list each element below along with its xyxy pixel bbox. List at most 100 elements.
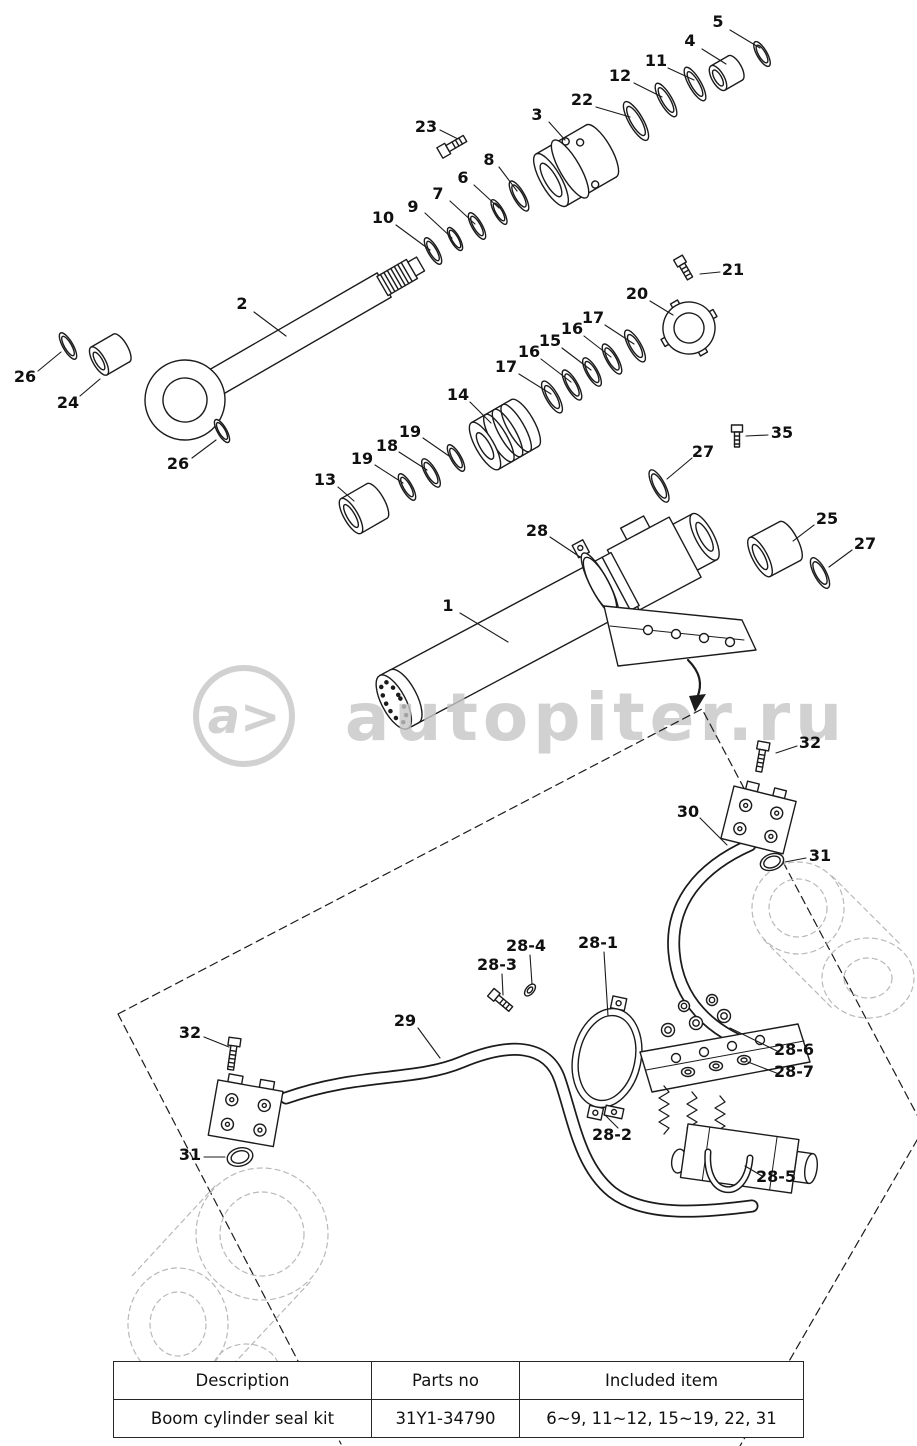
part-35-bolt: [730, 424, 744, 448]
part-label-23: 23: [414, 117, 438, 136]
flange-block-top: [720, 780, 797, 855]
part-label-18: 18: [375, 436, 399, 455]
direction-arrow: [686, 658, 706, 712]
svg-text:a>: a>: [208, 689, 281, 745]
part-13-bushing: [338, 482, 390, 535]
part-label-11: 11: [644, 51, 668, 70]
part-label-28-3: 28-3: [476, 955, 518, 974]
part-label-28-5: 28-5: [755, 1167, 797, 1186]
piston-assembly: [338, 254, 718, 535]
part-label-25: 25: [815, 509, 839, 528]
part-26-oring-rod: [213, 418, 231, 444]
part-label-21: 21: [721, 260, 745, 279]
part-28-3-bolt: [486, 987, 514, 1012]
part-7-ring: [467, 212, 487, 240]
part-label-28-4: 28-4: [505, 936, 547, 955]
part-label-2: 2: [236, 294, 248, 313]
part-label-13: 13: [313, 470, 337, 489]
part-25-bushing: [747, 520, 803, 578]
part-10-ring: [423, 237, 443, 265]
part-1-cylinder-tube: [375, 512, 720, 730]
part-label-4: 4: [684, 31, 696, 50]
part-label-22: 22: [570, 90, 594, 109]
part-28-7-washers: [680, 1054, 752, 1078]
part-label-31: 31: [808, 846, 832, 865]
part-label-15: 15: [538, 331, 562, 350]
part-8-ring: [508, 180, 530, 212]
part-label-8: 8: [483, 150, 495, 169]
part-label-32: 32: [798, 733, 822, 752]
mounting-bracket: [603, 605, 757, 667]
part-label-16: 16: [517, 342, 541, 361]
part-29-tube: [279, 1042, 759, 1218]
part-label-31: 31: [178, 1145, 202, 1164]
part-17-ring-a: [540, 380, 564, 414]
part-27-oring-top: [648, 469, 670, 503]
cell-included-item: 6~9, 11~12, 15~19, 22, 31: [519, 1399, 804, 1438]
part-32-bolt-left: [226, 1036, 242, 1071]
part-label-28-1: 28-1: [577, 933, 619, 952]
part-label-35: 35: [770, 423, 794, 442]
leader-lines: [37, 29, 853, 1177]
part-label-7: 7: [432, 184, 444, 203]
part-31-oring-top: [759, 852, 785, 872]
part-19-ring-a: [397, 473, 417, 501]
part-label-12: 12: [608, 66, 632, 85]
rod-assembly: [58, 40, 771, 444]
piping-assembly: [117, 708, 917, 1446]
part-24-bushing: [88, 333, 132, 376]
part-31-oring-left: [226, 1146, 254, 1168]
manifold-block: [670, 1123, 818, 1194]
part-11-ring: [683, 66, 707, 102]
part-label-30: 30: [676, 802, 700, 821]
cell-parts-no: 31Y1-34790: [371, 1399, 520, 1438]
part-2-rod: [144, 256, 426, 441]
part-20-locknut: [660, 299, 718, 357]
part-16-ring-b: [601, 343, 623, 375]
part-27-oring-right: [809, 557, 831, 589]
col-header-parts-no: Parts no: [371, 1361, 520, 1400]
part-label-28-6: 28-6: [773, 1040, 815, 1059]
part-label-24: 24: [56, 393, 80, 412]
cylinder-tube-assembly: [375, 424, 831, 730]
part-label-17: 17: [581, 308, 605, 327]
part-22-oring: [622, 100, 650, 142]
part-label-28-7: 28-7: [773, 1062, 815, 1081]
part-28-5-ubolt: [704, 1148, 754, 1193]
part-32-bolt-top: [755, 740, 771, 773]
part-9-ring: [446, 226, 464, 252]
part-label-26: 26: [13, 367, 37, 386]
part-label-9: 9: [407, 197, 419, 216]
part-15-ring: [581, 357, 603, 387]
part-label-19: 19: [398, 422, 422, 441]
part-label-17: 17: [494, 357, 518, 376]
part-12-ring: [654, 82, 678, 118]
part-label-20: 20: [625, 284, 649, 303]
cell-description: Boom cylinder seal kit: [113, 1399, 372, 1438]
part-label-16: 16: [560, 319, 584, 338]
part-label-32: 32: [178, 1023, 202, 1042]
part-16-ring-a: [561, 369, 583, 401]
part-23-bolt: [436, 134, 468, 159]
part-26-oring-left: [58, 332, 78, 360]
part-label-28: 28: [525, 521, 549, 540]
part-label-3: 3: [531, 105, 543, 124]
part-6-ring: [490, 198, 508, 226]
part-18-ring: [420, 458, 442, 488]
part-21-setscrew: [672, 254, 694, 281]
watermark-text: autopiter.ru: [345, 679, 847, 756]
part-label-6: 6: [457, 168, 469, 187]
part-label-1: 1: [442, 596, 454, 615]
part-28-1-clamp: [571, 995, 643, 1121]
flange-block-left: [207, 1073, 284, 1148]
part-14-piston: [468, 398, 542, 471]
ghost-cylinder-right: [751, 861, 915, 1019]
col-header-included-item: Included item: [519, 1361, 804, 1400]
table-header-row: Description Parts no Included item: [113, 1361, 804, 1400]
col-header-description: Description: [113, 1361, 372, 1400]
part-3-gland: [532, 123, 620, 208]
part-label-28-2: 28-2: [591, 1125, 633, 1144]
watermark-logo: a>: [193, 665, 295, 767]
